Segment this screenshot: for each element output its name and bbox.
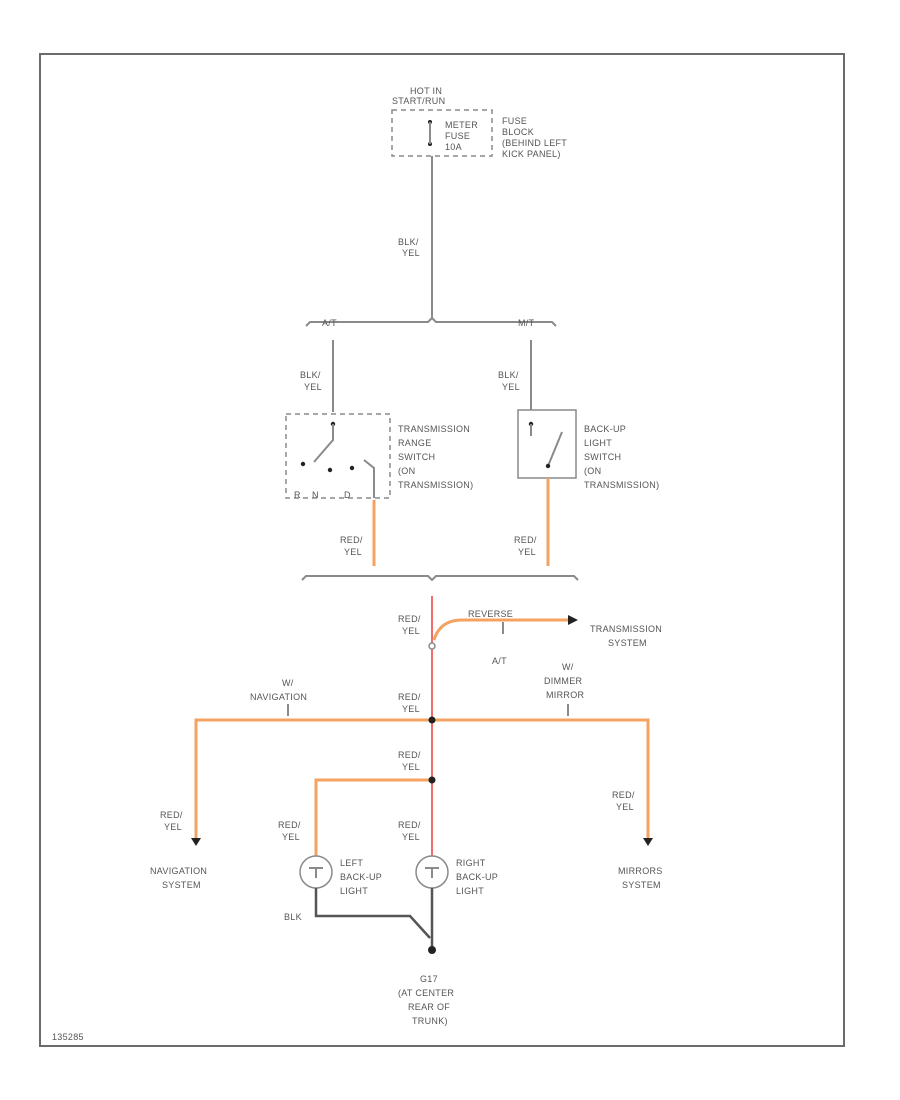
navigation-system-arrow: [191, 838, 201, 846]
nav-option-label-1: W/: [282, 678, 294, 688]
ground-point-icon: [428, 946, 436, 954]
backup-switch-label-5: TRANSMISSION): [584, 480, 659, 490]
left-lamp-feed-wire: [314, 778, 432, 856]
nav-system-label-2: SYSTEM: [162, 880, 201, 890]
start-run-label: START/RUN: [392, 96, 445, 106]
mirror-option-label-1: W/: [562, 662, 574, 672]
reverse-at-label: A/T: [492, 656, 507, 666]
diagram-frame: [39, 53, 845, 1047]
backup-switch-label-2: LIGHT: [584, 438, 612, 448]
right-lamp-wire-color-1: RED/: [398, 820, 421, 830]
range-contact-n: [327, 467, 333, 473]
at-out-color-2: YEL: [344, 547, 362, 557]
right-lamp-label-3: LIGHT: [456, 886, 484, 896]
backup-switch-blade: [547, 431, 563, 467]
fuse-name-line-1: METER: [445, 120, 478, 130]
left-lamp-label-2: BACK-UP: [340, 872, 382, 882]
range-switch-label-4: (ON: [398, 466, 415, 476]
left-lamp-wire-color-1: RED/: [278, 820, 301, 830]
left-lamp-label-1: LEFT: [340, 858, 363, 868]
lamp-splice-color-2: YEL: [402, 762, 420, 772]
mirror-wire-color-1: RED/: [612, 790, 635, 800]
ground-label-2: (AT CENTER: [398, 988, 454, 998]
transmission-system-arrow: [568, 615, 578, 625]
transmission-system-label-1: TRANSMISSION: [590, 624, 662, 634]
range-pos-d: D: [344, 490, 351, 500]
ground-wire-color: BLK: [284, 912, 302, 922]
trunk-color-1: RED/: [398, 614, 421, 624]
ground-label-4: TRUNK): [412, 1016, 448, 1026]
range-switch-blade: [313, 424, 334, 463]
figure-id: 135285: [52, 1032, 84, 1042]
right-lamp-label-1: RIGHT: [456, 858, 486, 868]
mirror-option-label-2: DIMMER: [544, 676, 582, 686]
range-switch-label-1: TRANSMISSION: [398, 424, 470, 434]
bus-color-2: YEL: [402, 704, 420, 714]
transmission-range-switch-outline: [285, 413, 391, 499]
reverse-branch-wire: [432, 618, 568, 641]
merge-bracket: [301, 575, 579, 582]
at-wire-color-2: YEL: [304, 382, 322, 392]
left-lamp-label-3: LIGHT: [340, 886, 368, 896]
transmission-split-bracket: [305, 316, 557, 327]
at-wire-color-1: BLK/: [300, 370, 321, 380]
backup-switch-label-1: BACK-UP: [584, 424, 626, 434]
nav-system-label-1: NAVIGATION: [150, 866, 207, 876]
main-wire-color-1: BLK/: [398, 237, 419, 247]
at-out-color-1: RED/: [340, 535, 363, 545]
range-pos-r: R: [294, 490, 301, 500]
range-switch-label-5: TRANSMISSION): [398, 480, 473, 490]
fuse-rating: 10A: [445, 142, 462, 152]
right-lamp-label-2: BACK-UP: [456, 872, 498, 882]
lamp-splice-color-1: RED/: [398, 750, 421, 760]
transmission-system-label-2: SYSTEM: [608, 638, 647, 648]
reverse-tag: REVERSE: [468, 609, 513, 619]
mirrors-system-arrow: [643, 838, 653, 846]
right-lamp-filament: [425, 867, 439, 878]
mt-out-color-2: YEL: [518, 547, 536, 557]
left-lamp-wire-color-2: YEL: [282, 832, 300, 842]
main-wire-color-2: YEL: [402, 248, 420, 258]
hot-in-label: HOT IN: [410, 86, 442, 96]
nav-wire-color-2: YEL: [164, 822, 182, 832]
range-switch-label-3: SWITCH: [398, 452, 435, 462]
split-mt-label: M/T: [518, 318, 535, 328]
mt-out-color-1: RED/: [514, 535, 537, 545]
backup-switch-contact: [545, 463, 551, 469]
range-contact-d: [349, 465, 355, 471]
nav-wire-color-1: RED/: [160, 810, 183, 820]
backup-switch-label-4: (ON: [584, 466, 601, 476]
range-pos-n: N: [312, 490, 319, 500]
left-lamp-ground-wire: [314, 888, 431, 939]
right-lamp-wire-color-2: YEL: [402, 832, 420, 842]
mt-wire-color-2: YEL: [502, 382, 520, 392]
splice-nav-mirror: [428, 716, 436, 724]
fuse-name-line-2: FUSE: [445, 131, 470, 141]
left-lamp-filament: [309, 867, 323, 878]
bus-color-1: RED/: [398, 692, 421, 702]
fuse-block-label-2: BLOCK: [502, 127, 534, 137]
mt-wire-color-1: BLK/: [498, 370, 519, 380]
split-at-label: A/T: [322, 318, 337, 328]
fuse-block-label-1: FUSE: [502, 116, 527, 126]
trunk-color-2: YEL: [402, 626, 420, 636]
range-switch-label-2: RANGE: [398, 438, 432, 448]
backup-switch-label-3: SWITCH: [584, 452, 621, 462]
nav-mirror-bus: [194, 718, 650, 838]
mirror-system-label-1: MIRRORS: [618, 866, 663, 876]
fuse-block-label-3: (BEHIND LEFT: [502, 138, 567, 148]
mirror-system-label-2: SYSTEM: [622, 880, 661, 890]
ground-label-3: REAR OF: [408, 1002, 450, 1012]
range-switch-output: [363, 459, 375, 498]
ground-label-1: G17: [420, 974, 438, 984]
mirror-wire-color-2: YEL: [616, 802, 634, 812]
fuse-block-outline: [391, 109, 493, 157]
splice-lamps: [428, 776, 436, 784]
mirror-option-label-3: MIRROR: [546, 690, 584, 700]
trunk-connector: [428, 642, 436, 650]
fuse-block-label-4: KICK PANEL): [502, 149, 561, 159]
nav-option-label-2: NAVIGATION: [250, 692, 307, 702]
range-contact-r: [300, 461, 306, 467]
